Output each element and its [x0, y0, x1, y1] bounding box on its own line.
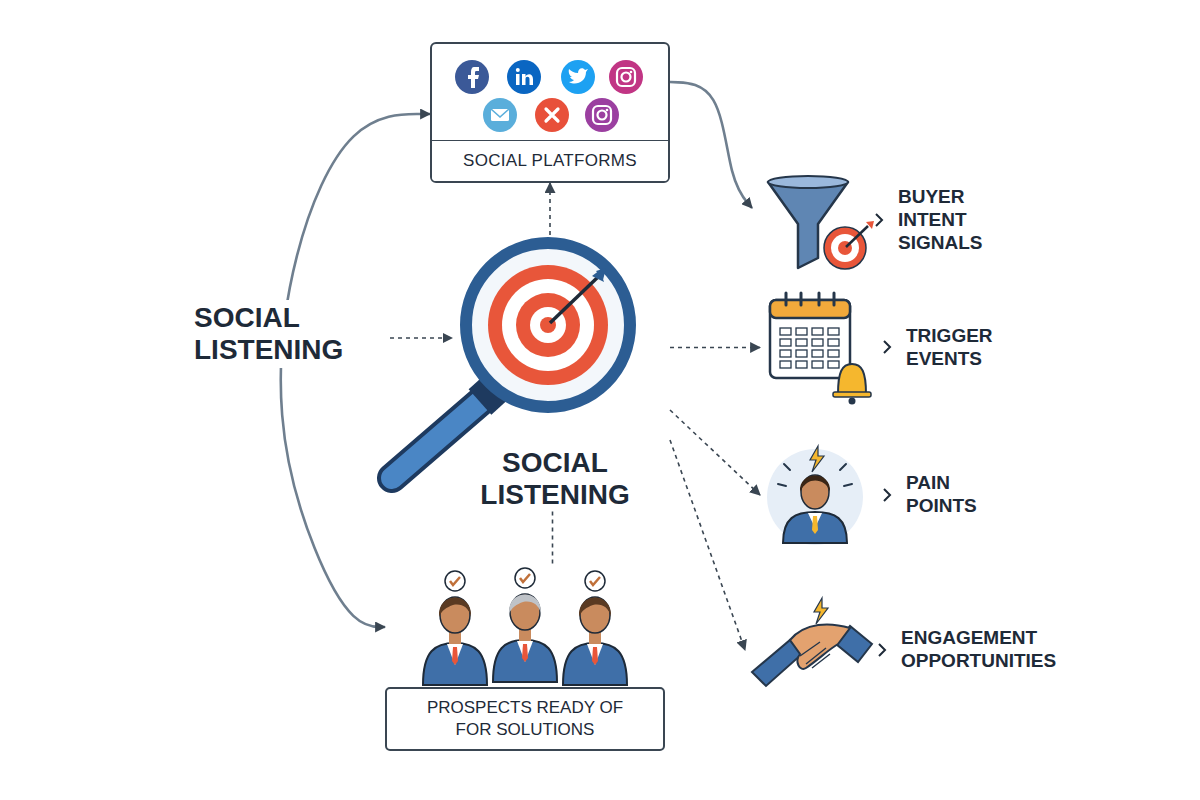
trigger-item: TRIGGER EVENTS — [760, 290, 1026, 405]
icon-space — [385, 565, 665, 687]
intent-item: BUYER INTENT SIGNALS — [752, 168, 1018, 273]
dashed-connector — [549, 183, 551, 235]
node-text: PROSPECTS READY OF FOR SOLUTIONS — [385, 687, 665, 751]
platform-icons — [455, 60, 643, 132]
dashed-connector — [670, 347, 760, 349]
pain-item: PAIN POINTS — [760, 440, 1006, 550]
prospect-people — [423, 568, 627, 685]
prospects-box: PROSPECTS READY OF FOR SOLUTIONS — [385, 565, 665, 751]
cycle-arrow — [670, 82, 752, 208]
node-text: BUYER INTENT SIGNALS — [898, 186, 1018, 254]
node-text: PAIN POINTS — [906, 472, 1006, 518]
cycle-arrow — [281, 114, 430, 627]
handshake-icon — [752, 598, 872, 686]
icon-space — [432, 44, 668, 140]
icon-space — [745, 590, 895, 710]
icon-space — [760, 290, 900, 405]
icon-space — [440, 235, 670, 447]
platform-box: SOCIAL PLATFORMS — [430, 42, 670, 183]
chevron-marks — [876, 214, 890, 656]
magnifier-icon — [392, 243, 630, 478]
listening-hub: SOCIAL LISTENING — [440, 235, 670, 511]
side-heading: SOCIAL LISTENING — [190, 300, 388, 368]
funnel-icon — [768, 176, 874, 269]
icon-space — [752, 168, 892, 273]
icon-space — [760, 440, 900, 550]
dashed-connector — [670, 440, 745, 650]
pain-person-icon — [767, 446, 863, 545]
node-text: TRIGGER EVENTS — [906, 325, 1026, 371]
engagement-item: ENGAGEMENT OPPORTUNITIES — [745, 590, 1081, 710]
dashed-connector — [552, 511, 554, 565]
node-text: SOCIAL PLATFORMS — [432, 140, 668, 181]
dashed-connector — [670, 410, 760, 495]
node-text: SOCIAL LISTENING — [440, 447, 670, 511]
calendar-icon — [770, 293, 871, 405]
node-text: ENGAGEMENT OPPORTUNITIES — [901, 627, 1081, 673]
